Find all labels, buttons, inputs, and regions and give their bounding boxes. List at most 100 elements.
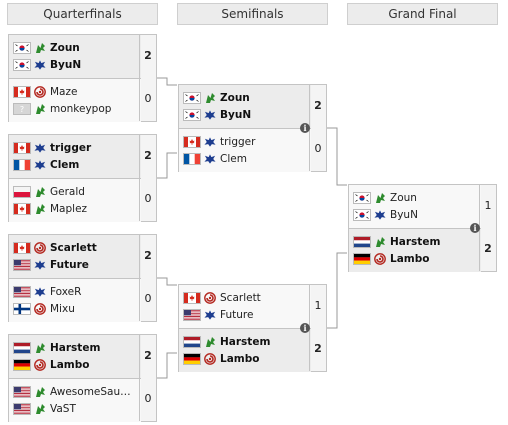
zerg-race-icon — [374, 252, 386, 265]
terran-race-icon — [204, 153, 216, 165]
score: 0 — [314, 142, 322, 155]
protoss-race-icon — [34, 342, 46, 354]
player-name: Scarlett — [50, 241, 97, 254]
player-row[interactable]: FoxeR — [13, 284, 81, 299]
match: trigger Clem Gerald Maplez 2 0 — [8, 134, 157, 222]
player-row[interactable]: trigger — [183, 134, 255, 149]
match-entry-bot[interactable]: FoxeR Mixu — [9, 278, 141, 322]
terran-race-icon — [204, 136, 216, 148]
player-row[interactable]: Mixu — [13, 301, 75, 316]
player-row[interactable]: trigger — [13, 140, 91, 155]
player-row[interactable]: Lambo — [353, 251, 429, 266]
score-divider — [139, 35, 140, 121]
match-entry-top[interactable]: Zoun ByuN — [349, 185, 481, 228]
zerg-race-icon — [34, 241, 46, 254]
player-row[interactable]: AwesomeSau… — [13, 384, 131, 399]
score: 2 — [314, 342, 322, 355]
player-name: ByuN — [220, 108, 252, 121]
terran-race-icon — [34, 159, 46, 171]
player-row[interactable]: Future — [13, 257, 89, 272]
terran-race-icon — [374, 209, 386, 221]
info-icon[interactable]: i — [300, 123, 310, 133]
player-row[interactable]: Harstem — [353, 234, 440, 249]
player-row[interactable]: Maze — [13, 84, 77, 99]
match-entry-top[interactable]: trigger Clem — [9, 135, 141, 178]
player-row[interactable]: Harstem — [13, 340, 100, 355]
score: 1 — [484, 199, 492, 212]
match: Scarlett Future FoxeR Mixu 2 0 — [8, 234, 157, 322]
player-name: Lambo — [220, 352, 260, 365]
player-name: Gerald — [50, 185, 85, 198]
terran-race-icon — [204, 109, 216, 121]
match-entry-top[interactable]: Scarlett Future — [9, 235, 141, 278]
match-entry-top[interactable]: Zoun ByuN — [9, 35, 141, 78]
header-semifinals: Semifinals — [177, 3, 328, 25]
player-name: monkeypop — [50, 102, 112, 115]
match-entry-top[interactable]: Harstem Lambo — [9, 335, 141, 378]
france-flag-icon — [13, 158, 31, 171]
player-row[interactable]: Lambo — [183, 351, 259, 366]
match-entry-bot[interactable]: Harstem Lambo — [179, 328, 311, 372]
poland-flag-icon — [13, 185, 31, 198]
score-divider — [139, 135, 140, 221]
france-flag-icon — [183, 152, 201, 165]
south-korea-flag-icon — [353, 191, 371, 204]
usa-flag-icon — [13, 385, 31, 398]
player-name: Mixu — [50, 302, 75, 315]
match: Zoun ByuN Harstem Lambo 1 2 i — [348, 184, 497, 272]
match-entry-bot[interactable]: AwesomeSau… VaST — [9, 378, 141, 422]
player-row[interactable]: Harstem — [183, 334, 270, 349]
match-entry-top[interactable]: Zoun ByuN — [179, 85, 311, 128]
match: Zoun ByuN trigger Clem 2 0 i — [178, 84, 327, 172]
player-row[interactable]: Future — [183, 307, 253, 322]
player-name: Clem — [50, 158, 80, 171]
match-entry-bot[interactable]: Harstem Lambo — [349, 228, 481, 272]
player-row[interactable]: Zoun — [13, 40, 80, 55]
player-row[interactable]: ? monkeypop — [13, 101, 111, 116]
usa-flag-icon — [13, 402, 31, 415]
player-name: Maplez — [50, 202, 88, 215]
match-entry-bot[interactable]: Gerald Maplez — [9, 178, 141, 222]
player-row[interactable]: Maplez — [13, 201, 87, 216]
protoss-race-icon — [34, 386, 46, 398]
score-divider — [139, 235, 140, 321]
player-name: Lambo — [390, 252, 430, 265]
match-entry-bot[interactable]: trigger Clem — [179, 128, 311, 172]
south-korea-flag-icon — [13, 41, 31, 54]
player-row[interactable]: VaST — [13, 401, 76, 416]
score: 2 — [144, 49, 152, 62]
player-row[interactable]: Clem — [183, 151, 247, 166]
player-row[interactable]: Zoun — [183, 90, 250, 105]
terran-race-icon — [34, 142, 46, 154]
match-entry-top[interactable]: Scarlett Future — [179, 285, 311, 328]
terran-race-icon — [34, 59, 46, 71]
protoss-race-icon — [34, 186, 46, 198]
finland-flag-icon — [13, 302, 31, 315]
player-row[interactable]: ByuN — [13, 57, 81, 72]
player-row[interactable]: ByuN — [183, 107, 251, 122]
match-entry-bot[interactable]: Maze ? monkeypop — [9, 78, 141, 122]
player-row[interactable]: Zoun — [353, 190, 417, 205]
player-name: Harstem — [220, 335, 271, 348]
match: Harstem Lambo AwesomeSau… VaST 2 0 — [8, 334, 157, 422]
player-row[interactable]: Gerald — [13, 184, 85, 199]
player-row[interactable]: Lambo — [13, 357, 89, 372]
canada-flag-icon — [13, 241, 31, 254]
player-row[interactable]: Scarlett — [183, 290, 261, 305]
protoss-race-icon — [34, 203, 46, 215]
germany-flag-icon — [353, 252, 371, 265]
protoss-race-icon — [204, 92, 216, 104]
player-name: Maze — [50, 85, 78, 98]
score: 2 — [144, 349, 152, 362]
score: 2 — [314, 99, 322, 112]
player-name: AwesomeSau… — [50, 385, 131, 398]
south-korea-flag-icon — [353, 208, 371, 221]
info-icon[interactable]: i — [470, 223, 480, 233]
canada-flag-icon — [183, 135, 201, 148]
player-row[interactable]: Scarlett — [13, 240, 97, 255]
player-name: Lambo — [50, 358, 90, 371]
player-row[interactable]: Clem — [13, 157, 79, 172]
info-icon[interactable]: i — [300, 323, 310, 333]
player-row[interactable]: ByuN — [353, 207, 418, 222]
